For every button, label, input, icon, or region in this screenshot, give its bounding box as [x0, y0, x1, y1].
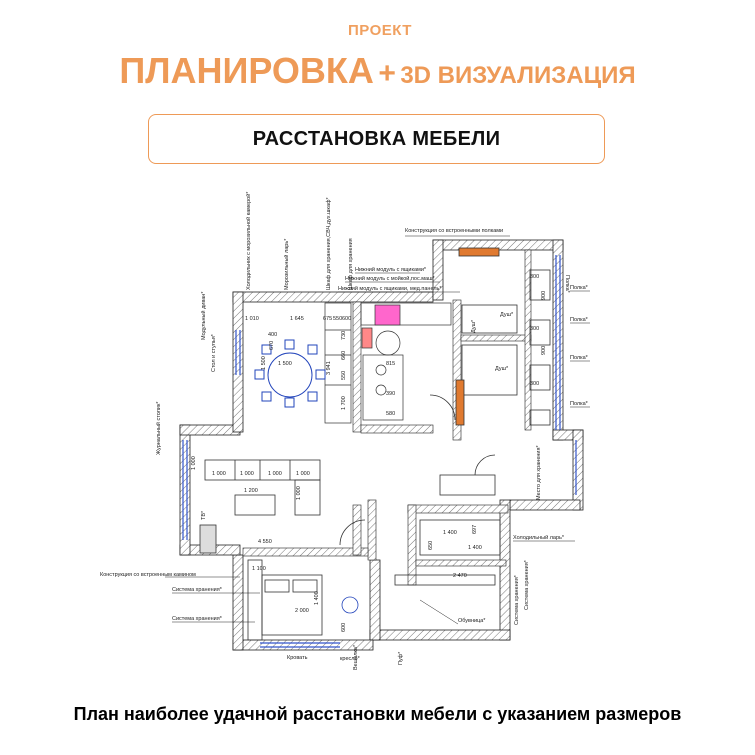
label-shower-3: Душ* [471, 319, 477, 333]
label-shower-1: Душ* [500, 312, 514, 318]
entry-furniture [339, 394, 501, 586]
label-storage-1: Система хранения* [172, 587, 223, 593]
dim-670: 670 [269, 341, 275, 350]
section-title: РАССТАНОВКА МЕБЕЛИ [252, 127, 501, 150]
dim-550b: 550 [341, 371, 347, 380]
dim-660: 660 [341, 351, 347, 360]
label-freezer: Морозильный ларь* [283, 238, 290, 290]
dim-1100: 1 100 [252, 566, 266, 572]
title-plus: + [378, 57, 396, 90]
dim-730: 730 [341, 331, 347, 340]
dim-1000f: 1 000 [296, 486, 302, 500]
label-built-in-shelves: Конструкция со встроенными полками [405, 228, 503, 234]
kitchen-units [324, 302, 452, 424]
dim-300c: 300 [530, 381, 539, 387]
bathroom-fixtures [455, 247, 551, 426]
dim-600: 600 [342, 316, 351, 322]
dim-1000c: 1 000 [240, 471, 254, 477]
dim-2000: 2 000 [295, 608, 309, 614]
label-storage-cabinet: Шкаф для хранения [348, 238, 354, 290]
living-furniture [199, 459, 321, 554]
dim-815: 815 [386, 361, 395, 367]
leader-lines [165, 235, 590, 625]
label-table-chairs: Стол и стулья* [211, 333, 217, 372]
label-hallstand: Вешалка* [353, 644, 359, 670]
label-shoes: Обувница* [458, 618, 486, 624]
dim-580: 580 [386, 411, 395, 417]
label-cabinet: Шкаф для хранения,СВЧ,дух.шкаф* [326, 196, 332, 290]
caption: План наиболее удачной расстановки мебели… [73, 704, 682, 724]
windows [182, 255, 577, 648]
dim-550: 550 [333, 316, 342, 322]
interior-walls [242, 249, 532, 586]
dim-2470: 2 470 [453, 573, 467, 579]
dining-set [254, 339, 326, 408]
label-shelf-1: Полка* [564, 275, 570, 294]
section-title-box: РАССТАНОВКА МЕБЕЛИ [148, 114, 605, 164]
dim-600b: 600 [341, 623, 347, 632]
title-main: ПЛАНИРОВКА [119, 50, 374, 91]
label-shelf-2: Полка* [570, 285, 589, 291]
dim-1400c: 1 400 [468, 545, 482, 551]
label-storage-place: Место для хранения* [536, 445, 542, 500]
label-fridge: Холодильник с морозильной камерой* [245, 191, 252, 290]
label-bed: Кровать [287, 655, 308, 661]
bedroom-furniture [247, 559, 359, 641]
label-shower-2: Душ* [495, 366, 509, 372]
dim-390: 390 [386, 391, 395, 397]
dim-697: 697 [472, 525, 478, 534]
dim-1400a: 1 400 [314, 591, 320, 605]
dim-1000e: 1 000 [296, 471, 310, 477]
label-shelf-4: Полка* [570, 355, 589, 361]
label-chest-freezer: Холодильный ларь* [513, 534, 565, 541]
label-tv: ТВ* [201, 510, 207, 520]
dim-1000d: 1 000 [268, 471, 282, 477]
title-sub: 3D ВИЗУАЛИЗАЦИЯ [400, 62, 636, 89]
dim-1400b: 1 400 [443, 530, 457, 536]
dim-1700: 1 700 [341, 396, 347, 410]
floor-plan: 1 010 1 645 675 550 600 400 670 1 500 1 … [100, 191, 590, 670]
dimension-labels: 1 010 1 645 675 550 600 400 670 1 500 1 … [191, 274, 547, 632]
dim-3941: 3 941 [326, 361, 332, 375]
dim-900a: 900 [541, 291, 547, 300]
label-shelf-5: Полка* [570, 401, 589, 407]
label-armchair: кресло* [340, 656, 361, 662]
label-lower-drawers-1: Нижний модуль с ящиками* [355, 266, 427, 273]
label-lower-sink: Нижний модуль с мойкой,пос.маш* [345, 275, 435, 282]
label-storage-2: Система хранения* [172, 616, 223, 622]
label-storage-4: Система хранения* [524, 559, 530, 610]
label-coffee-tables: Журнальный столик* [155, 401, 162, 455]
dim-1000a: 1 000 [191, 456, 197, 470]
dim-300a: 300 [530, 274, 539, 280]
dim-1010: 1 010 [245, 316, 259, 322]
dim-4550: 4 550 [258, 539, 272, 545]
furniture-labels: Холодильник с морозильной камерой* Мороз… [100, 191, 589, 670]
label-fireplace: Конструкция со встроенным камином [100, 572, 196, 578]
dim-675: 675 [323, 316, 332, 322]
page-title: ПЛАНИРОВКА + 3D ВИЗУАЛИЗАЦИЯ [0, 50, 755, 92]
dim-1200: 1 200 [244, 488, 258, 494]
dim-1500a: 1 500 [278, 361, 292, 367]
dim-400a: 400 [268, 332, 277, 338]
dim-1645: 1 645 [290, 316, 304, 322]
label-storage-3: Система хранения* [514, 574, 520, 625]
exterior-walls [179, 239, 584, 651]
label-shelf-3: Полка* [570, 317, 589, 323]
dim-900b: 900 [541, 346, 547, 355]
label-pouf: Пуф* [398, 651, 404, 665]
dim-1500b: 1 500 [261, 356, 267, 370]
dim-650: 650 [428, 541, 434, 550]
dim-1000b: 1 000 [212, 471, 226, 477]
label-modular-sofa: Модульный диван* [200, 291, 207, 340]
label-lower-drawers-2: Нижний модуль с ящиками, мед.панель* [338, 285, 442, 292]
project-kicker: ПРОЕКТ [348, 22, 412, 39]
dim-300b: 300 [530, 326, 539, 332]
